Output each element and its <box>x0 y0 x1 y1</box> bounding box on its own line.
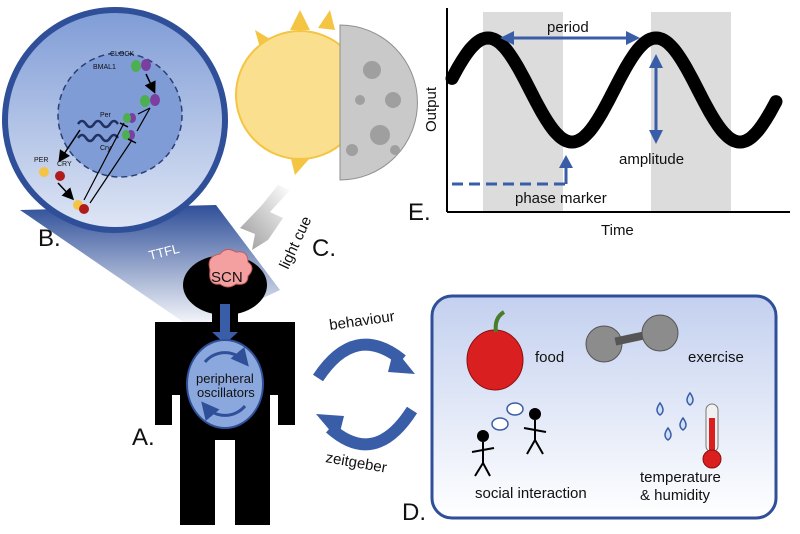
period-arrowhead-right <box>626 31 640 45</box>
moon-icon <box>339 24 418 181</box>
bmal1-protein-icon <box>131 60 141 72</box>
scn-down-arrow-head <box>212 332 238 344</box>
sun-icon <box>235 10 365 175</box>
apple-icon <box>466 310 524 391</box>
behaviour-arrowhead <box>388 348 415 374</box>
repression-line-2 <box>89 139 133 204</box>
peripheral-label-1: peripheral <box>196 371 254 386</box>
zeitgeber-arrowhead <box>316 414 344 440</box>
repression-bar-2 <box>127 138 137 144</box>
brain-icon <box>208 248 253 288</box>
per-gene-label: Per <box>100 112 112 119</box>
panel-a-label: A. <box>132 424 155 451</box>
exercise-label: exercise <box>688 349 744 366</box>
clock-dimer-icon <box>150 94 160 106</box>
scn-label: SCN <box>211 269 243 286</box>
behaviour-label: behaviour <box>328 308 396 334</box>
clock-label: CLOCK <box>110 51 134 58</box>
cry-protein-icon <box>55 171 65 181</box>
panel-c-label: C. <box>312 235 336 262</box>
x-axis-label: Time <box>601 222 634 239</box>
zeitgeber-arrow <box>326 406 418 451</box>
cry-protein-label: CRY <box>57 161 72 168</box>
ttfl-label: TTFL <box>147 241 181 263</box>
phase-marker-label: phase marker <box>515 190 607 207</box>
panel-b-label: B. <box>38 225 61 252</box>
activation-line-2 <box>136 107 151 132</box>
raindrops-icon <box>656 391 694 441</box>
dimer-arrow <box>57 182 75 201</box>
social-interaction-label: social interaction <box>475 485 587 502</box>
oscillation-curve <box>445 31 783 149</box>
binding-arrow <box>144 73 156 94</box>
social-people-icon <box>471 402 547 477</box>
temperature-label: temperature <box>640 469 721 486</box>
per-protein-icon <box>39 167 49 177</box>
light-cue-arrow <box>240 185 290 250</box>
amplitude-arrowhead-down <box>649 130 663 144</box>
behaviour-arrow <box>312 338 406 382</box>
food-label: food <box>535 349 564 366</box>
activation-line <box>137 107 151 115</box>
period-arrowhead-left <box>500 31 514 45</box>
peripheral-label-2: oscillators <box>197 385 255 400</box>
light-cue-label: light cue <box>276 214 315 272</box>
per-gene-icon <box>76 119 120 129</box>
amplitude-label: amplitude <box>619 151 684 168</box>
cry-gene-icon <box>76 133 120 143</box>
per-protein-label: PER <box>34 157 48 164</box>
cycle-arrow-top-icon <box>203 347 249 367</box>
translation-arrow <box>58 129 81 163</box>
cry-dimer-icon <box>79 204 89 214</box>
repression-bar-1 <box>119 122 129 128</box>
clock-protein-icon <box>141 59 151 71</box>
thermometer-icon <box>702 403 722 469</box>
dumbbell-icon <box>585 314 679 363</box>
promoter2-bmal1-icon <box>122 130 130 140</box>
y-axis-label: Output <box>423 86 440 132</box>
scn-down-arrow-shaft <box>220 304 230 334</box>
zeitgeber-label: zeitgeber <box>324 449 388 476</box>
repression-line-1 <box>83 122 125 201</box>
bmal1-dimer-icon <box>140 95 150 107</box>
cycle-arrow-bottom-icon <box>201 401 247 421</box>
period-label: period <box>547 19 589 36</box>
humidity-label: & humidity <box>640 487 711 504</box>
phase-marker-arrowhead <box>559 155 573 168</box>
panel-e-label: E. <box>408 199 431 226</box>
panel-d-label: D. <box>402 499 426 526</box>
amplitude-arrowhead-up <box>649 54 663 68</box>
bmal1-label: BMAL1 <box>93 64 116 71</box>
cry-gene-label: Cry <box>100 145 111 152</box>
promoter-bmal1-icon <box>123 113 131 123</box>
